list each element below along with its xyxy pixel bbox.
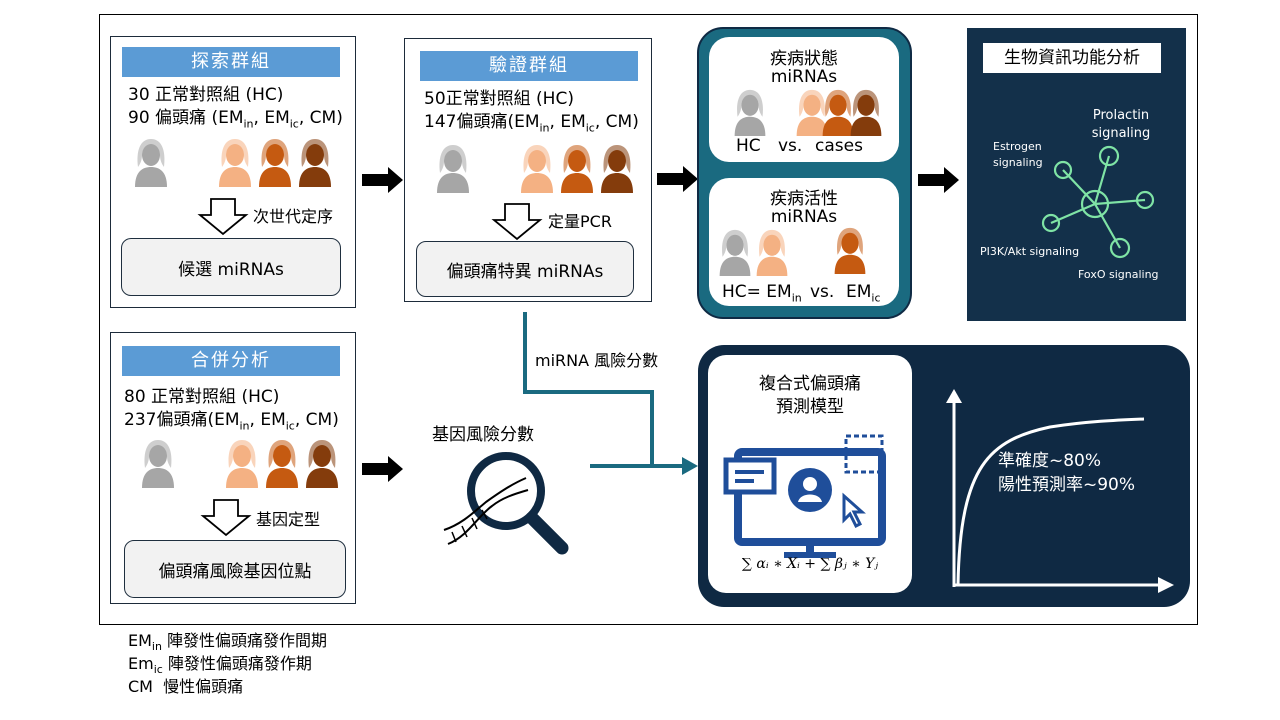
down-arrow-icon — [197, 198, 249, 236]
combined-result-box: 偏頭痛風險基因位點 — [124, 540, 346, 598]
disease-status-title: 疾病狀態 — [770, 49, 838, 69]
figure-frame — [99, 14, 1198, 625]
estrogen-label-2: signaling — [993, 156, 1043, 169]
dna-magnifier-icon — [443, 452, 569, 555]
arrow-right-icon — [362, 456, 403, 482]
prolactin-label: Prolactin — [1092, 108, 1150, 123]
prolactin-label-2: signaling — [1091, 126, 1151, 141]
combined-header: 合併分析 — [122, 346, 340, 376]
model-title: 複合式偏頭痛 — [759, 374, 861, 394]
down-arrow-icon — [200, 499, 252, 537]
validation-hc-count: 50正常對照組 (HC) — [424, 89, 574, 109]
validation-header: 驗證群組 — [420, 51, 638, 81]
em-ic-label: EMic — [846, 282, 881, 305]
accuracy-label: 準確度~80% — [998, 451, 1102, 471]
pathway-network-icon — [1041, 145, 1155, 259]
discovery-hc-count: 30 正常對照組 (HC) — [128, 85, 284, 105]
disease-activity-title: 疾病活性 — [770, 189, 838, 209]
arrow-right-icon — [657, 166, 698, 192]
model-subtitle: 預測模型 — [776, 397, 844, 417]
disease-activity-subtitle: miRNAs — [770, 207, 838, 227]
validation-result-box: 偏頭痛特異 miRNAs — [416, 241, 634, 297]
ppv-label: 陽性預測率~90% — [998, 475, 1136, 495]
combined-method: 基因定型 — [256, 510, 321, 529]
validation-migraine-count: 147偏頭痛(EMin, EMic, CM) — [424, 112, 639, 135]
computer-model-icon — [723, 434, 886, 558]
mirna-score-label: miRNA 風險分數 — [535, 351, 659, 370]
bioinformatics-panel — [967, 28, 1186, 321]
estrogen-label: Estrogen — [993, 140, 1042, 153]
down-arrow-icon — [491, 203, 543, 241]
vs-label: vs. — [810, 282, 835, 302]
combined-hc-count: 80 正常對照組 (HC) — [124, 387, 280, 407]
foxo-label: FoxO signaling — [1078, 268, 1159, 281]
legend-cm: CM 慢性偏頭痛 — [128, 677, 244, 696]
combined-migraine-count: 237偏頭痛(EMin, EMic, CM) — [124, 410, 339, 433]
hc-label: HC — [736, 136, 761, 156]
pi3k-label: PI3K/Akt signaling — [980, 245, 1080, 258]
bioinformatics-title: 生物資訊功能分析 — [983, 43, 1161, 73]
roc-curve-chart — [946, 389, 1174, 593]
legend-em-ic: Emic 陣發性偏頭痛發作期 — [128, 654, 312, 677]
gene-score-label: 基因風險分數 — [432, 425, 534, 445]
vs-label: vs. — [778, 136, 803, 156]
cases-label: cases — [815, 136, 863, 156]
discovery-migraine-count: 90 偏頭痛 (EMin, EMic, CM) — [128, 108, 343, 131]
legend-em-in: EMin 陣發性偏頭痛發作間期 — [128, 631, 328, 654]
arrow-right-icon — [918, 167, 959, 193]
validation-method: 定量PCR — [548, 212, 612, 231]
model-formula: ∑ αᵢ ∗ Xᵢ + ∑ βⱼ ∗ Yⱼ — [741, 556, 879, 572]
discovery-result-box: 候選 miRNAs — [121, 238, 341, 296]
discovery-method: 次世代定序 — [253, 207, 334, 226]
disease-status-subtitle: miRNAs — [770, 67, 838, 87]
arrow-right-icon — [362, 167, 403, 193]
hc-em-in-label: HC= EMin — [722, 282, 802, 305]
discovery-header: 探索群組 — [122, 47, 340, 77]
